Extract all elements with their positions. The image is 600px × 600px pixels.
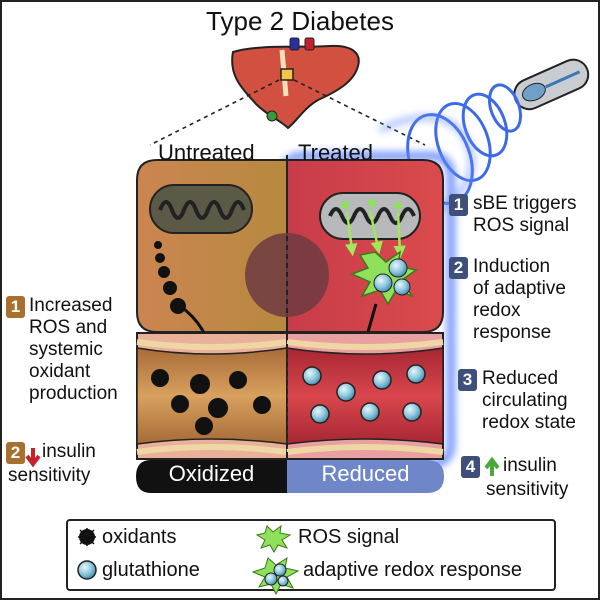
treated-label: Treated [298,140,374,165]
legend-oxidants-label: oxidants [102,526,177,548]
oxidized-label: Oxidized [168,461,255,486]
right-step-1-badge: 1 [449,194,468,216]
right-step-1-text: sBE triggers ROS signal [473,193,576,237]
step-line: redox [473,300,521,321]
step-line: sBE triggers [473,193,577,214]
vessel-oxidants [151,369,271,435]
ros-signal-arrows [344,209,406,259]
step-line: ROS signal [473,215,570,236]
legend-glutathione-label: glutathione [102,559,200,581]
zoom-line-left [149,79,280,146]
oxidant-trail [154,241,186,314]
step-line: oxidant [29,361,91,382]
untreated-label: Untreated [158,140,255,165]
reduced-label: Reduced [321,461,410,486]
step-line: circulating [482,390,568,411]
up-arrow-icon [484,456,500,476]
legend-oxidant-icon [78,528,96,546]
step-line: redox state [482,412,576,433]
untreated-vessel [136,332,288,460]
right-step-4-text-b: sensitivity [486,479,569,500]
sbe-device-illustration [513,58,590,111]
left-step-1-badge: 1 [6,296,25,318]
legend-adaptive-label: adaptive redox response [303,559,523,581]
left-step-1-text: Increased ROS and systemic oxidant produ… [29,295,118,405]
right-step-3-badge: 3 [458,369,477,391]
left-step-2-badge: 2 [6,442,25,464]
step-line: production [29,383,118,404]
legend-box [66,519,556,591]
legend-glutathione-icon [77,560,97,580]
vessel-glutathione [302,364,426,424]
step-line: ROS and [29,317,108,338]
right-step-2-badge: 2 [449,257,468,279]
right-step-4-badge: 4 [461,456,480,478]
legend-ros-signal-label: ROS signal [298,526,400,548]
left-step-2-text-b: sensitivity [8,465,91,486]
zoom-line-right [293,79,426,146]
step-line: systemic [29,339,103,360]
step-line: response [473,322,552,343]
right-step-3-text: Reduced circulating redox state [482,368,576,434]
step-line: Increased [29,295,113,316]
legend-adaptive-icon [251,556,300,596]
figure-title: Type 2 Diabetes [206,6,394,36]
down-arrow-icon [25,448,41,468]
right-step-4-text-a: insulin [503,455,557,476]
legend-ros-icon [255,524,292,554]
oxidized-bar [136,460,287,493]
step-line: Induction [473,256,551,277]
left-step-2-text-a: insulin [42,441,96,462]
right-step-2-text: Induction of adaptive redox response [473,256,566,344]
untreated-mitochondrion [149,184,253,234]
reduced-bar [287,460,444,493]
treated-vessel [286,332,444,460]
liver-illustration [231,37,360,130]
step-line: Reduced [482,368,559,389]
step-line: of adaptive [473,278,566,299]
